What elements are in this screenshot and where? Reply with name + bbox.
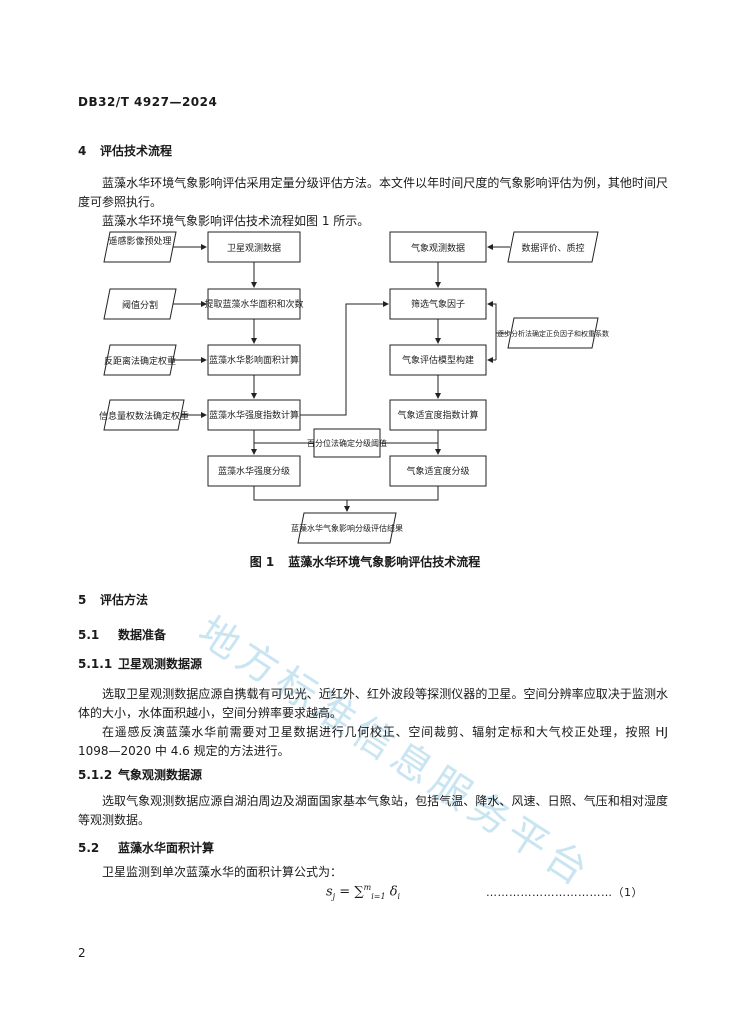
section-5-1-heading: 5.1 数据准备 [78,626,166,643]
flow-step-label: 蓝藻水华强度分级 [218,465,290,477]
flow-step-box [207,288,301,320]
section-number: 5.2 [78,841,100,855]
paragraph: 选取卫星观测数据应源自携载有可见光、近红外、红外波段等探测仪器的卫星。空间分辨率… [78,687,668,720]
section-title: 数据准备 [118,628,167,642]
flow-input-shape [103,344,177,376]
flow-input-label: 遥感影像预处理 [108,235,171,247]
paragraph: 在遥感反演蓝藻水华前需要对卫星数据进行几何校正、空间裁剪、辐射定标和大气校正处理… [78,725,668,758]
formula-term-sub: i [397,891,401,901]
flow-note-label: 百分位法确定分级阈值 [307,438,387,448]
formula-lhs: s [326,884,333,900]
flow-step-label: 卫星观测数据 [227,242,281,254]
figure-label: 图 1 [249,555,275,569]
document-id: DB32/T 4927—2024 [78,95,218,109]
flow-step-box [207,344,301,376]
section-title: 评估技术流程 [100,144,173,158]
flow-step-label: 蓝藻水华影响面积计算 [209,354,299,366]
section-number: 5.1.1 [78,657,113,671]
section-title: 卫星观测数据源 [118,657,203,671]
flow-input-label: 阈值分割 [122,299,158,311]
section-5-heading: 5 评估方法 [78,591,148,608]
section-number: 5 [78,593,87,607]
paragraph: 蓝藻水华环境气象影响评估采用定量分级评估方法。本文件以年时间尺度的气象影响评估为… [78,176,668,209]
section-5-2-body: 卫星监测到单次蓝藻水华的面积计算公式为： [78,863,668,882]
flow-step-box [389,455,487,487]
flow-output-shape [297,512,397,544]
flow-step-label: 提取蓝藻水华面积和次数 [204,298,303,310]
flow-input-label: 数据评价、质控 [521,242,584,254]
formula-equals: = [339,884,351,900]
flow-step-box [389,288,487,320]
flow-input-shape [103,399,185,431]
flow-output-label: 蓝藻水华气象影响分级评估结果 [291,523,403,533]
formula: sj = ∑mi=1 δi [326,883,400,901]
flow-step-label: 筛选气象因子 [411,298,465,310]
formula-term: δ [389,884,398,900]
section-number: 5.1 [78,628,100,642]
section-4-heading: 4 评估技术流程 [78,142,172,159]
flow-input-shape [507,231,599,263]
section-5-1-2-heading: 5.1.2 气象观测数据源 [78,766,202,783]
flow-step-label: 蓝藻水华强度指数计算 [209,409,299,421]
section-5-1-1-heading: 5.1.1 卫星观测数据源 [78,655,202,672]
paragraph: 选取气象观测数据应源自湖泊周边及湖面国家基本气象站，包括气温、降水、风速、日照、… [78,794,668,827]
flow-input-shape [507,317,599,349]
flow-step-box [389,344,487,376]
flowchart: 遥感影像预处理 阈值分割 反距离法确定权重 信息量权数法确定权重 卫星观测数据 … [99,231,609,544]
formula-sum: ∑ [354,884,364,900]
page-number: 2 [78,946,86,960]
section-number: 5.1.2 [78,768,113,782]
section-4-body: 蓝藻水华环境气象影响评估采用定量分级评估方法。本文件以年时间尺度的气象影响评估为… [78,174,668,231]
section-title: 评估方法 [100,593,149,607]
flow-step-label: 气象观测数据 [411,242,465,254]
formula-lhs-sub: j [332,891,336,901]
flow-step-label: 气象适宜度分级 [406,465,469,477]
flow-input-label: 逐步分析法确定正负因子和权重系数 [497,329,609,338]
flow-input-shape [103,288,177,320]
section-5-2-heading: 5.2 蓝藻水华面积计算 [78,839,214,856]
flow-step-box [389,231,487,263]
paragraph: 蓝藻水华环境气象影响评估技术流程如图 1 所示。 [102,214,370,228]
flow-input-label: 信息量权数法确定权重 [99,410,189,422]
flow-note-box [313,428,381,458]
paragraph: 卫星监测到单次蓝藻水华的面积计算公式为： [102,865,343,879]
section-title: 气象观测数据源 [118,768,203,782]
formula-sum-sup: m [363,883,372,892]
equation-number: ……………………………（1） [486,886,643,899]
figure-title: 蓝藻水华环境气象影响评估技术流程 [288,555,481,569]
flow-input-label: 反距离法确定权重 [104,355,176,367]
flow-step-box [389,399,487,431]
flow-step-box [207,231,301,263]
section-title: 蓝藻水华面积计算 [118,841,215,855]
flow-step-label: 气象适宜度指数计算 [397,409,478,421]
section-5-1-1-body: 选取卫星观测数据应源自携载有可见光、近红外、红外波段等探测仪器的卫星。空间分辨率… [78,685,668,761]
flow-input-shape [103,231,177,263]
figure-caption: 图 1 蓝藻水华环境气象影响评估技术流程 [0,553,730,570]
section-5-1-2-body: 选取气象观测数据应源自湖泊周边及湖面国家基本气象站，包括气温、降水、风速、日照、… [78,792,668,830]
section-number: 4 [78,144,87,158]
flow-step-label: 气象评估模型构建 [402,354,474,366]
formula-sum-sub: i=1 [371,891,386,901]
